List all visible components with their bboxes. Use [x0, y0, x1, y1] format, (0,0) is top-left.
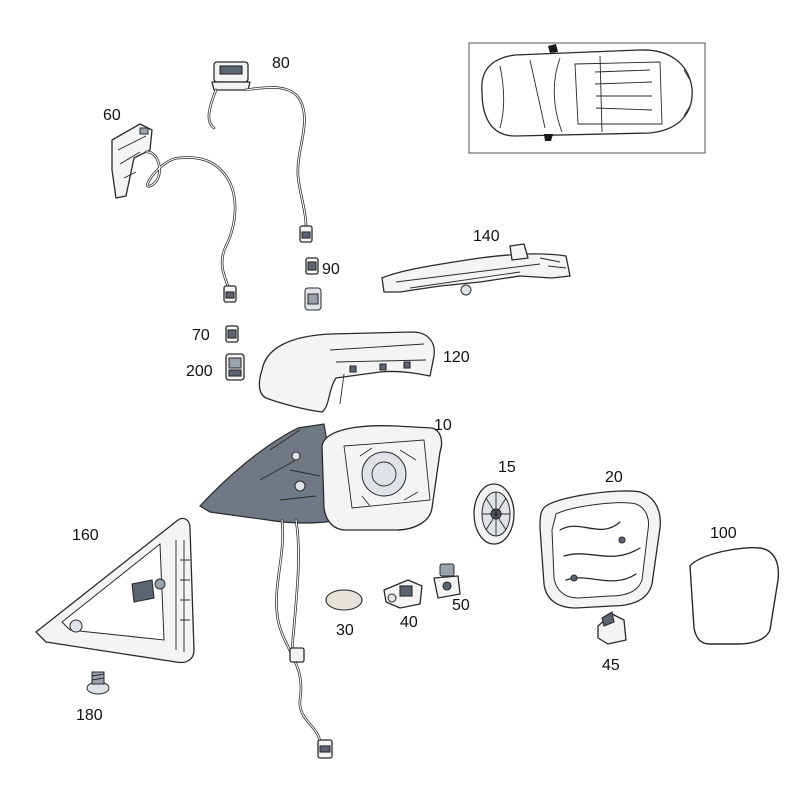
callout-15: 15 — [498, 459, 516, 476]
part-10-harness-cable — [275, 518, 333, 759]
callout-100: 100 — [710, 525, 737, 542]
part-50-sensor — [433, 563, 461, 599]
callout-200: 200 — [186, 363, 213, 380]
callout-140: 140 — [473, 228, 500, 245]
callout-40: 40 — [400, 614, 418, 631]
part-10-mirror-housing — [199, 423, 443, 531]
part-70-socket — [225, 325, 239, 343]
part-80-wiring-harness — [207, 61, 313, 243]
part-90-connector — [304, 257, 322, 311]
callout-30: 30 — [336, 622, 354, 639]
callout-180: 180 — [76, 707, 103, 724]
callout-20: 20 — [605, 469, 623, 486]
callout-70: 70 — [192, 327, 210, 344]
part-180-screw — [86, 671, 110, 695]
callout-45: 45 — [602, 657, 620, 674]
part-120-mirror-cover — [258, 331, 435, 413]
part-60-bracket-harness — [111, 123, 237, 303]
callout-10: 10 — [434, 417, 452, 434]
car-top-view-icon — [481, 44, 693, 141]
vehicle-locator-inset — [468, 42, 706, 154]
callout-120: 120 — [443, 349, 470, 366]
part-200-connector — [225, 353, 245, 381]
part-15-adjustment-motor — [473, 483, 515, 545]
part-140-turn-signal-lamp — [381, 243, 571, 296]
callout-90: 90 — [322, 261, 340, 278]
callout-60: 60 — [103, 107, 121, 124]
part-20-glass-carrier — [539, 490, 661, 609]
callout-50: 50 — [452, 597, 470, 614]
part-100-mirror-glass — [689, 546, 780, 645]
callout-80: 80 — [272, 55, 290, 72]
part-45-clip — [597, 611, 627, 645]
part-30-cap — [325, 589, 363, 611]
part-160-base-panel — [35, 517, 195, 664]
part-40-actuator — [383, 579, 423, 609]
callout-160: 160 — [72, 527, 99, 544]
